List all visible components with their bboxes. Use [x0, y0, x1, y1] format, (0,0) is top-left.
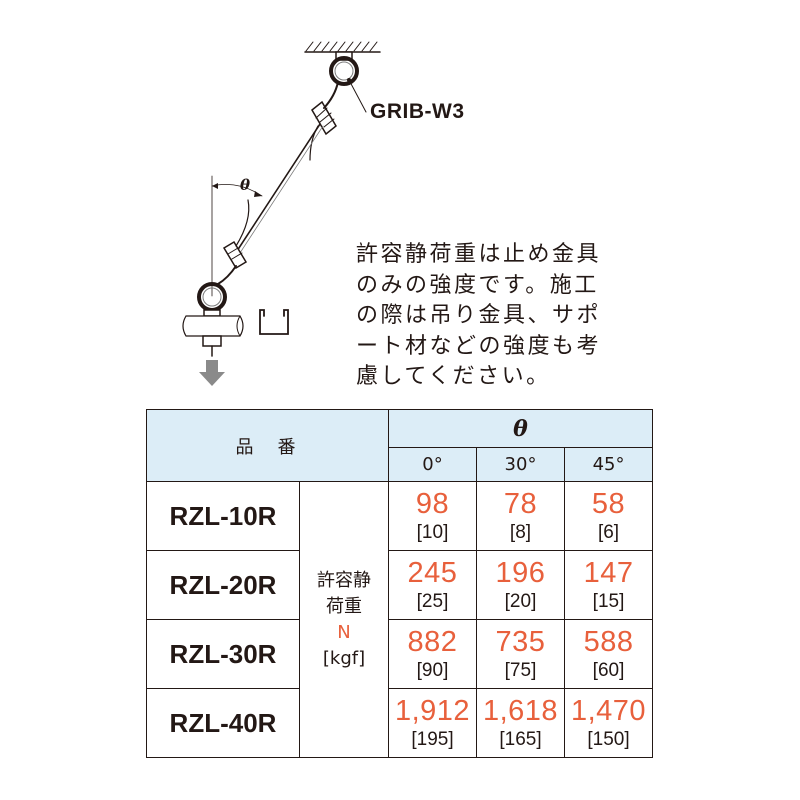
note-line: 慮してください。 [356, 364, 551, 389]
value-kgf: 60 [565, 661, 652, 680]
note-line: のみの強度です。施工 [356, 272, 599, 298]
product-callout-label: GRIB-W3 [370, 100, 465, 123]
upper-gripper [311, 81, 339, 136]
model-cell: RZL-40R [146, 688, 300, 758]
note-line: ート材などの強度も考 [356, 333, 602, 359]
value-kgf: 10 [389, 523, 476, 542]
value-newton: 147 [583, 557, 634, 589]
value-cell: 788 [476, 481, 565, 551]
load-note: 許容静荷重は止め金具 のみの強度です。施工 の際は吊り金具、サポ ート材などの強… [356, 240, 626, 393]
value-cell: 1,470 150 [563, 688, 654, 758]
model-cell: RZL-10R [146, 481, 300, 551]
table-row: RZL-40R 1,912 195 1,618 165 1,470 150 [146, 688, 654, 758]
load-arrow [199, 360, 225, 386]
model-cell: RZL-30R [146, 619, 300, 689]
main-wire [234, 123, 321, 255]
value-cell: 14715 [563, 550, 654, 620]
value-cell: 1,912 195 [388, 688, 477, 758]
value-kgf: 165 [477, 730, 564, 749]
hanging-wire-diagram: θ [182, 41, 381, 386]
bottom-eye-bolt [197, 282, 227, 317]
value-kgf: 20 [477, 592, 564, 611]
callout-leader-line [348, 79, 367, 113]
angle-header: 45° [563, 447, 654, 482]
unit-newton: N [337, 621, 351, 643]
ceiling-hatch [304, 41, 381, 53]
model-cell: RZL-20R [146, 550, 300, 620]
value-kgf: 195 [389, 730, 476, 749]
upper-wire-tail [309, 125, 319, 161]
theta-header: θ [387, 409, 654, 448]
value-cell: 24525 [388, 550, 477, 620]
value-newton: 58 [591, 488, 626, 520]
note-line: 許容静荷重は止め金具 [356, 242, 602, 267]
value-newton: 1,618 [482, 695, 559, 727]
load-label-line: 許容静 [317, 569, 371, 591]
table-row: RZL-30R 88290 73575 58860 [146, 619, 654, 689]
angle-header: 30° [476, 447, 565, 482]
value-kgf: 25 [389, 592, 476, 611]
value-newton: 735 [495, 626, 546, 658]
value-cell: 58860 [563, 619, 654, 689]
value-cell: 73575 [476, 619, 565, 689]
value-kgf: 75 [477, 661, 564, 680]
table-row: RZL-10R 許容静 荷重 N [kgf] 9810 788 586 [146, 481, 654, 758]
value-newton: 196 [495, 557, 546, 589]
value-cell: 88290 [388, 619, 477, 689]
value-newton: 1,470 [570, 695, 647, 727]
angle-theta-label: θ [240, 176, 250, 194]
value-cell: 9810 [388, 481, 477, 551]
value-newton: 588 [583, 626, 634, 658]
value-kgf: 150 [565, 730, 652, 749]
load-label-line: 荷重 [326, 595, 362, 617]
value-kgf: 15 [565, 592, 652, 611]
model-header: 品番 [146, 409, 389, 482]
value-kgf: 90 [389, 661, 476, 680]
value-kgf: 8 [477, 523, 564, 542]
value-kgf: 6 [565, 523, 652, 542]
value-newton: 78 [503, 488, 538, 520]
support-beam [182, 315, 244, 357]
value-newton: 882 [407, 626, 458, 658]
c-channel-section [259, 309, 289, 335]
value-cell: 586 [563, 481, 654, 551]
value-newton: 98 [415, 488, 450, 520]
lower-wire-tail [235, 199, 250, 247]
value-cell: 19620 [476, 550, 565, 620]
note-line: の際は吊り金具、サポ [356, 303, 602, 328]
load-spec-table: 品番 θ 0° 30° 45° RZL-10R 許容静 荷重 N [kgf] 9… [146, 409, 654, 758]
unit-kgf: [kgf] [322, 647, 366, 669]
lower-gripper [217, 240, 248, 285]
angle-header: 0° [388, 447, 477, 482]
value-newton: 1,912 [394, 695, 471, 727]
load-label-cell: 許容静 荷重 N [kgf] [299, 481, 389, 758]
value-newton: 245 [407, 557, 458, 589]
value-cell: 1,618 165 [476, 688, 565, 758]
top-eye-bolt [329, 51, 359, 86]
table-row: RZL-20R 24525 19620 14715 [146, 550, 654, 620]
